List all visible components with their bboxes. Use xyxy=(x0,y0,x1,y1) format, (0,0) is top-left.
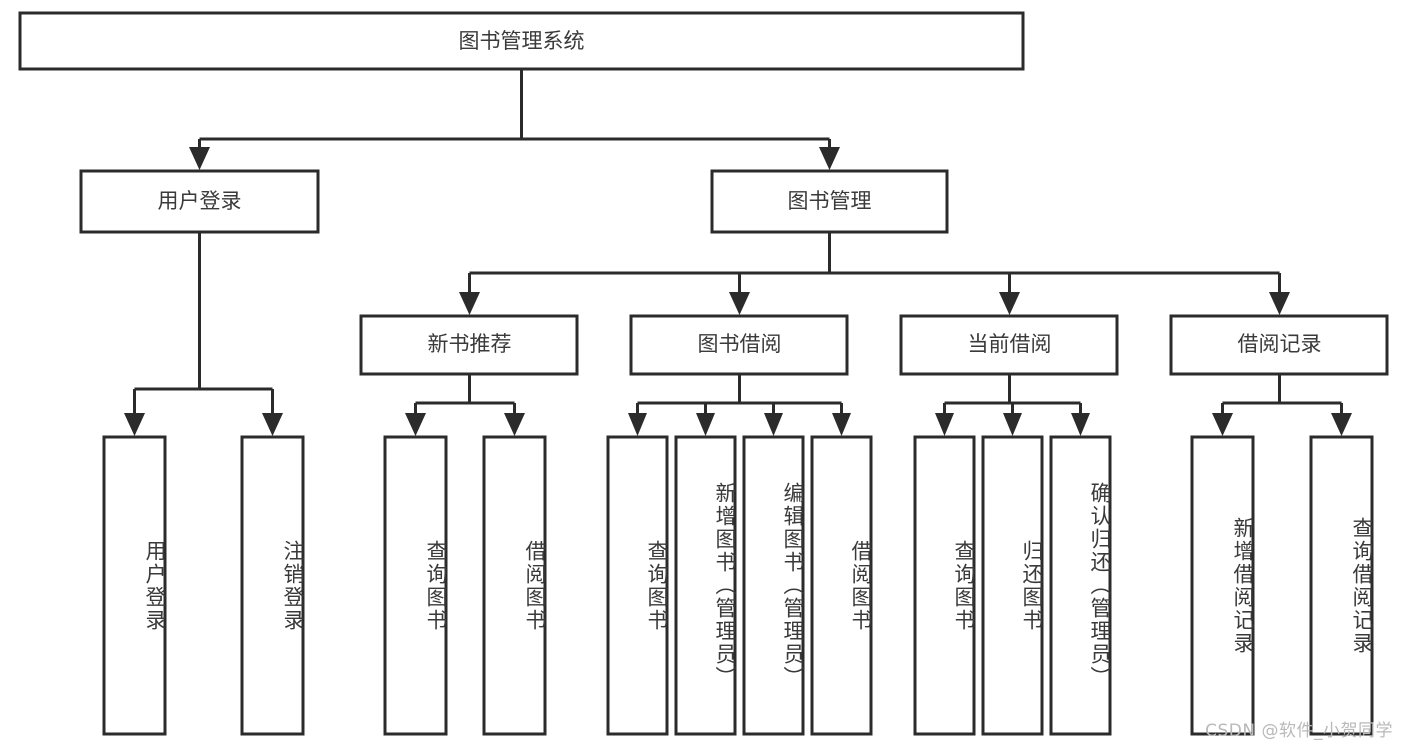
leaf-box-query-borrow-record[interactable] xyxy=(1309,435,1374,736)
leaf-box-borrow-book[interactable] xyxy=(810,435,873,736)
connector-group-root xyxy=(189,69,840,170)
connector-group-book-manage xyxy=(459,232,1290,315)
arrow-head-icon xyxy=(262,413,283,436)
connector-group-new-book xyxy=(405,374,525,436)
node-label-root: 图书管理系统 xyxy=(459,29,585,53)
arrow-head-icon xyxy=(999,292,1020,315)
node-box-book-borrow[interactable] xyxy=(629,314,849,376)
arrow-head-icon xyxy=(459,292,480,315)
arrow-head-icon xyxy=(189,147,210,170)
leaf-box-edit-book-admin[interactable] xyxy=(742,435,805,736)
leaf-box-borrow-book-new[interactable] xyxy=(482,435,547,736)
arrow-head-icon xyxy=(764,413,783,436)
leaf-box-user-login[interactable] xyxy=(102,435,167,736)
arrow-head-icon xyxy=(819,147,840,170)
leaf-box-confirm-return-admin[interactable] xyxy=(1049,435,1112,736)
arrow-head-icon xyxy=(504,413,525,436)
leaf-box-add-book-admin[interactable] xyxy=(674,435,737,736)
node-user-login[interactable]: 用户登录 xyxy=(79,169,320,234)
node-label-borrow-record: 借阅记录 xyxy=(1238,332,1322,356)
arrow-head-icon xyxy=(405,413,426,436)
arrow-head-icon xyxy=(935,413,954,436)
node-box-borrow-record[interactable] xyxy=(1169,314,1389,376)
leaf-box-return-book[interactable] xyxy=(981,435,1044,736)
leaf-box-query-book-current[interactable] xyxy=(913,435,976,736)
node-book-borrow[interactable]: 图书借阅 xyxy=(629,314,849,376)
arrow-head-icon xyxy=(1071,413,1090,436)
leaf-box-query-book-borrow[interactable] xyxy=(606,435,669,736)
arrow-head-icon xyxy=(832,413,851,436)
node-box-book-manage[interactable] xyxy=(710,169,949,234)
node-new-book-recommend[interactable]: 新书推荐 xyxy=(359,314,579,376)
node-box-new-book-recommend[interactable] xyxy=(359,314,579,376)
leaf-box-query-book-new[interactable] xyxy=(383,435,448,736)
arrow-head-icon xyxy=(696,413,715,436)
node-box-current-borrow[interactable] xyxy=(899,314,1119,376)
arrow-head-icon xyxy=(1269,292,1290,315)
arrow-head-icon xyxy=(628,413,647,436)
node-box-root[interactable] xyxy=(18,11,1025,71)
node-current-borrow[interactable]: 当前借阅 xyxy=(899,314,1119,376)
node-book-manage[interactable]: 图书管理 xyxy=(710,169,949,234)
csdn-watermark: CSDN @软件_小贺同学 xyxy=(1205,721,1393,741)
arrow-head-icon xyxy=(124,413,145,436)
node-box-user-login[interactable] xyxy=(79,169,320,234)
arrow-head-icon xyxy=(1003,413,1022,436)
leaf-box-logout-login[interactable] xyxy=(240,435,305,736)
arrow-head-icon xyxy=(729,292,750,315)
node-borrow-record[interactable]: 借阅记录 xyxy=(1169,314,1389,376)
connector-group-current-borrow xyxy=(935,374,1090,436)
node-label-current-borrow: 当前借阅 xyxy=(968,332,1052,356)
arrow-head-icon xyxy=(1331,413,1352,436)
node-label-new-book-recommend: 新书推荐 xyxy=(428,332,512,356)
node-label-user-login: 用户登录 xyxy=(158,189,242,213)
connector-group-borrow-record xyxy=(1212,374,1352,436)
node-label-book-manage: 图书管理 xyxy=(788,189,872,213)
node-root[interactable]: 图书管理系统 xyxy=(18,11,1025,71)
leaf-box-add-borrow-record[interactable] xyxy=(1190,435,1255,736)
arrow-head-icon xyxy=(1212,413,1233,436)
connector-group-book-borrow xyxy=(628,374,851,436)
connector-group-user-login xyxy=(124,232,283,436)
node-label-book-borrow: 图书借阅 xyxy=(698,332,782,356)
